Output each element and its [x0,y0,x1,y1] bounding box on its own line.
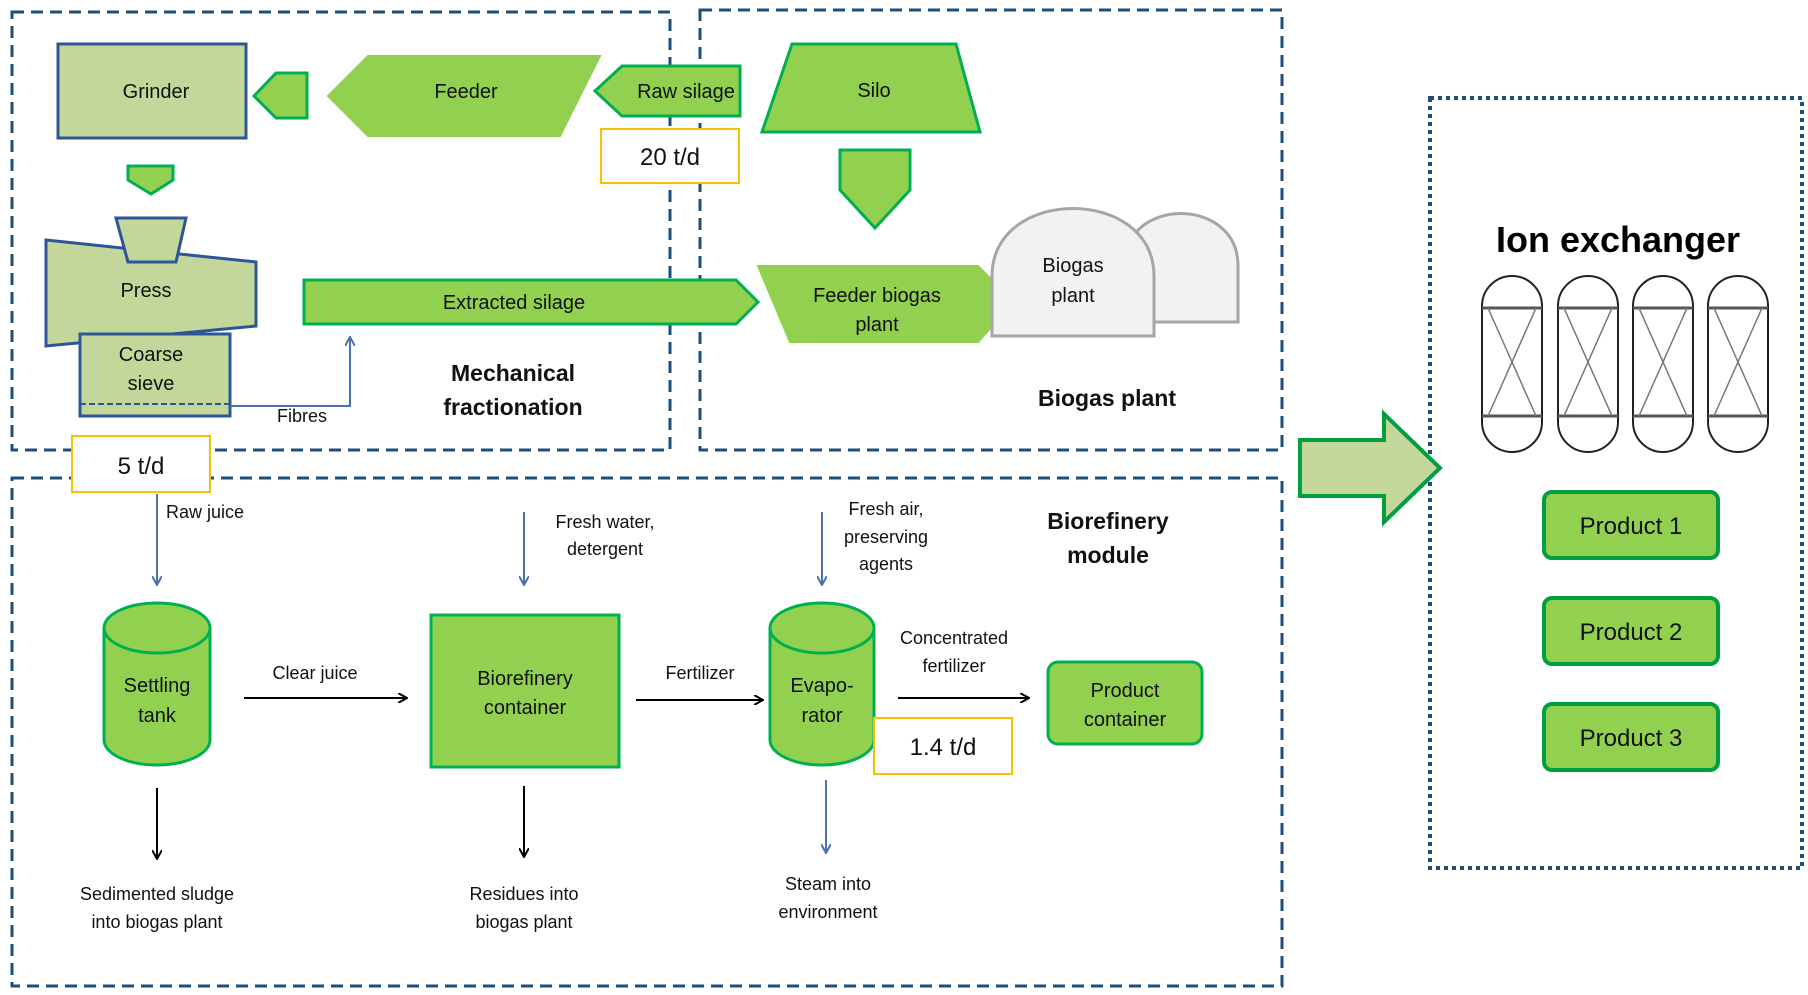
fresh-air-label-1: Fresh air, [848,499,923,519]
concentrated-label-2: fertilizer [922,656,985,676]
feeder-label: Feeder [434,81,498,103]
biorefinery-container-label-1: Biorefinery [477,668,573,690]
product-container-label-2: container [1084,709,1167,731]
biorefinery-title-1: Biorefinery [1047,508,1169,534]
extracted-silage-arrow [302,278,761,326]
to-ion-exchanger-arrow [1298,409,1443,527]
biogas-section-border [698,8,1284,452]
press-label: Press [120,280,171,302]
product-3-label: Product 3 [1580,725,1683,752]
ion-exchanger-title: Ion exchanger [1496,219,1740,260]
fibres-label: Fibres [277,406,327,426]
grinder-label: Grinder [123,81,190,103]
raw-juice-qty: 5 t/d [118,453,165,480]
fresh-water-label-1: Fresh water, [555,512,654,532]
sludge-label-2: into biogas plant [91,912,222,932]
press-hopper [114,216,188,264]
steam-label-2: environment [778,902,877,922]
ion-exchange-column-4 [1707,275,1769,453]
biorefinery-container-label-2: container [484,697,567,719]
biogas-title: Biogas plant [1038,385,1176,411]
steam-label-1: Steam into [785,874,871,894]
silo-shape [759,42,982,134]
small-feed-arrow-down [126,164,175,196]
evaporator-top [768,601,876,655]
product-1-label: Product 1 [1580,513,1683,540]
coarse-sieve-box [78,332,232,418]
product-2-label: Product 2 [1580,619,1683,646]
residues-label-1: Residues into [469,884,578,904]
grinder-box [56,42,248,140]
biorefinery-title-2: module [1067,542,1149,568]
silo-down-arrow [838,148,912,231]
biogas-plant-label-1: Biogas [1042,255,1103,277]
evaporator-label-2: rator [801,705,842,727]
fresh-water-label-2: detergent [567,539,643,559]
mechanical-title-1: Mechanical [451,360,575,386]
sludge-label-1: Sedimented sludge [80,884,234,904]
raw-juice-label: Raw juice [166,502,244,522]
product-3-box [1542,702,1720,772]
feeder-shape [326,55,602,137]
fertilizer-label: Fertilizer [665,663,734,683]
raw-juice-qty-box [71,435,211,493]
evaporator-label-1: Evapo- [790,675,853,697]
biogas-plant-label-2: plant [1051,285,1095,307]
product-container [1046,660,1204,746]
coarse-sieve-label-2: sieve [128,373,175,395]
feeder-biogas-label-2: plant [855,314,899,336]
coarse-sieve-label-1: Coarse [119,344,183,366]
silo-label: Silo [857,80,890,102]
settling-tank-label-1: Settling [124,675,191,697]
raw-silage-label: Raw silage [637,81,735,103]
ion-exchange-column-2 [1557,275,1619,453]
concentrated-label-1: Concentrated [900,628,1008,648]
fertilizer-qty: 1.4 t/d [910,734,977,761]
small-feed-arrow-left [251,71,309,120]
mechanical-title-2: fractionation [443,394,582,420]
product-1-box [1542,490,1720,560]
fibres-arrow [230,338,350,407]
raw-silage-qty: 20 t/d [640,144,700,171]
extracted-silage-label: Extracted silage [443,292,585,314]
clear-juice-label: Clear juice [272,663,357,683]
fresh-air-label-3: agents [859,554,913,574]
biorefinery-container [429,613,621,769]
ion-exchange-column-1 [1481,275,1543,453]
fresh-air-label-2: preserving [844,527,928,547]
product-2-box [1542,596,1720,666]
ion-exchanger-section-border [1428,96,1804,870]
press-shape [44,238,258,348]
biogas-dome-front [990,207,1156,338]
feeder-biogas-label-1: Feeder biogas [813,285,941,307]
fertilizer-qty-box [873,717,1013,775]
evaporator [768,628,876,767]
settling-tank-top [102,601,212,655]
residues-label-2: biogas plant [475,912,572,932]
ion-exchange-column-3 [1632,275,1694,453]
product-container-label-1: Product [1091,680,1160,702]
settling-tank-label-2: tank [138,705,177,727]
mechanical-section-border [10,10,672,452]
raw-silage-shape [592,64,742,118]
biorefinery-section-border [10,476,1284,988]
settling-tank [102,628,212,767]
raw-silage-qty-box [600,128,740,184]
